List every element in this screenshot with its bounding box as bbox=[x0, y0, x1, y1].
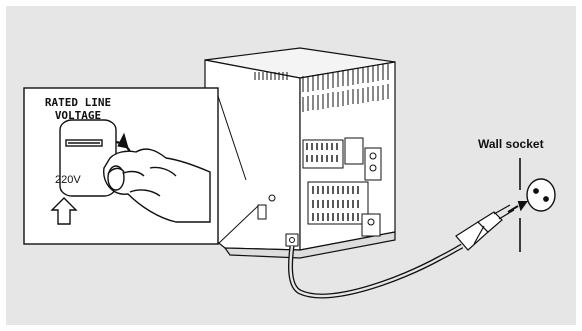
insert-arrow bbox=[508, 202, 526, 212]
inset-title-line2: VOLTAGE bbox=[36, 109, 120, 122]
power-plug bbox=[456, 205, 514, 250]
inset-title-line1: RATED LINE bbox=[36, 96, 120, 109]
inset-title: RATED LINE VOLTAGE bbox=[36, 96, 120, 122]
wall-socket bbox=[520, 158, 555, 252]
wall-socket-label: Wall socket bbox=[478, 137, 544, 151]
voltage-value: 220V bbox=[55, 174, 81, 186]
